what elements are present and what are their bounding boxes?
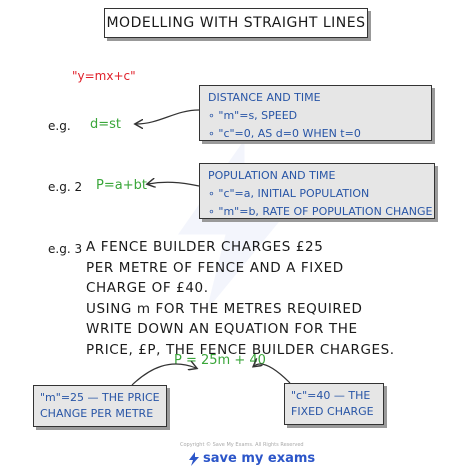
bullet-icon: ∘: [208, 109, 219, 122]
example2-label: e.g. 2: [48, 180, 83, 194]
example3-line: PRICE, £P, THE FENCE BUILDER CHARGES.: [86, 341, 395, 358]
bullet-icon: ∘: [208, 205, 219, 218]
general-formula: "y=mx+c": [72, 69, 136, 83]
example3-line: PER METRE OF FENCE AND A FIXED: [86, 259, 344, 276]
arrow-c-constant: [254, 364, 291, 384]
arrow-m-coefficient: [131, 364, 196, 386]
copyright-text: Copyright © Save My Exams. All Rights Re…: [180, 442, 304, 448]
example1-note-line1: "m"=s, SPEED: [218, 109, 298, 122]
example3-line: USING m FOR THE METRES REQUIRED: [86, 300, 363, 317]
example2-note-title: POPULATION AND TIME: [208, 169, 336, 182]
arrow-example1: [136, 109, 200, 124]
example3-note-right-line2: FIXED CHARGE: [291, 405, 374, 418]
watermark-logo: [178, 139, 292, 311]
example2-note-row2: ∘ "m"=b, RATE OF POPULATION CHANGE: [208, 203, 433, 221]
arrow-example2: [148, 182, 200, 186]
example3-line: CHARGE OF £40.: [86, 280, 209, 296]
example1-note-line2: "c"=0, AS d=0 WHEN t=0: [218, 127, 361, 140]
example1-note: DISTANCE AND TIME ∘ "m"=s, SPEED ∘ "c"=0…: [199, 85, 432, 141]
example2-note-line2: "m"=b, RATE OF POPULATION CHANGE: [218, 205, 433, 218]
example1-note-title: DISTANCE AND TIME: [208, 91, 321, 104]
example3-note-left-line1: "m"=25 — THE PRICE: [40, 391, 160, 404]
example1-note-row2: ∘ "c"=0, AS d=0 WHEN t=0: [208, 125, 423, 143]
brand-logo: save my exams: [188, 451, 315, 466]
example3-question: A FENCE BUILDER CHARGES £25 PER METRE OF…: [86, 237, 395, 360]
lightning-icon: [189, 451, 199, 466]
example3-note-left-line2: CHANGE PER METRE: [40, 407, 154, 420]
example3-note-left: "m"=25 — THE PRICE CHANGE PER METRE: [33, 385, 167, 427]
bullet-icon: ∘: [208, 187, 219, 200]
page-title-text: MODELLING WITH STRAIGHT LINES: [106, 15, 366, 31]
example3-label: e.g. 3: [48, 242, 83, 256]
example3-note-right-line1: "c"=40 — THE: [291, 389, 371, 402]
brand-logo-text: save my exams: [203, 451, 316, 466]
page-title: MODELLING WITH STRAIGHT LINES: [104, 8, 368, 38]
bullet-icon: ∘: [208, 127, 219, 140]
example1-note-row1: ∘ "m"=s, SPEED: [208, 107, 423, 125]
example3-line: WRITE DOWN AN EQUATION FOR THE: [86, 321, 358, 337]
example3-note-right: "c"=40 — THE FIXED CHARGE: [284, 383, 384, 425]
example1-equation: d=st: [90, 117, 122, 132]
example2-note-row1: ∘ "c"=a, INITIAL POPULATION: [208, 185, 426, 203]
example2-equation: P=a+bt: [96, 178, 147, 193]
example3-line: A FENCE BUILDER CHARGES £25: [86, 239, 324, 255]
example1-label: e.g.: [48, 119, 71, 133]
example2-note-line1: "c"=a, INITIAL POPULATION: [218, 187, 370, 200]
example2-note: POPULATION AND TIME ∘ "c"=a, INITIAL POP…: [199, 163, 435, 219]
